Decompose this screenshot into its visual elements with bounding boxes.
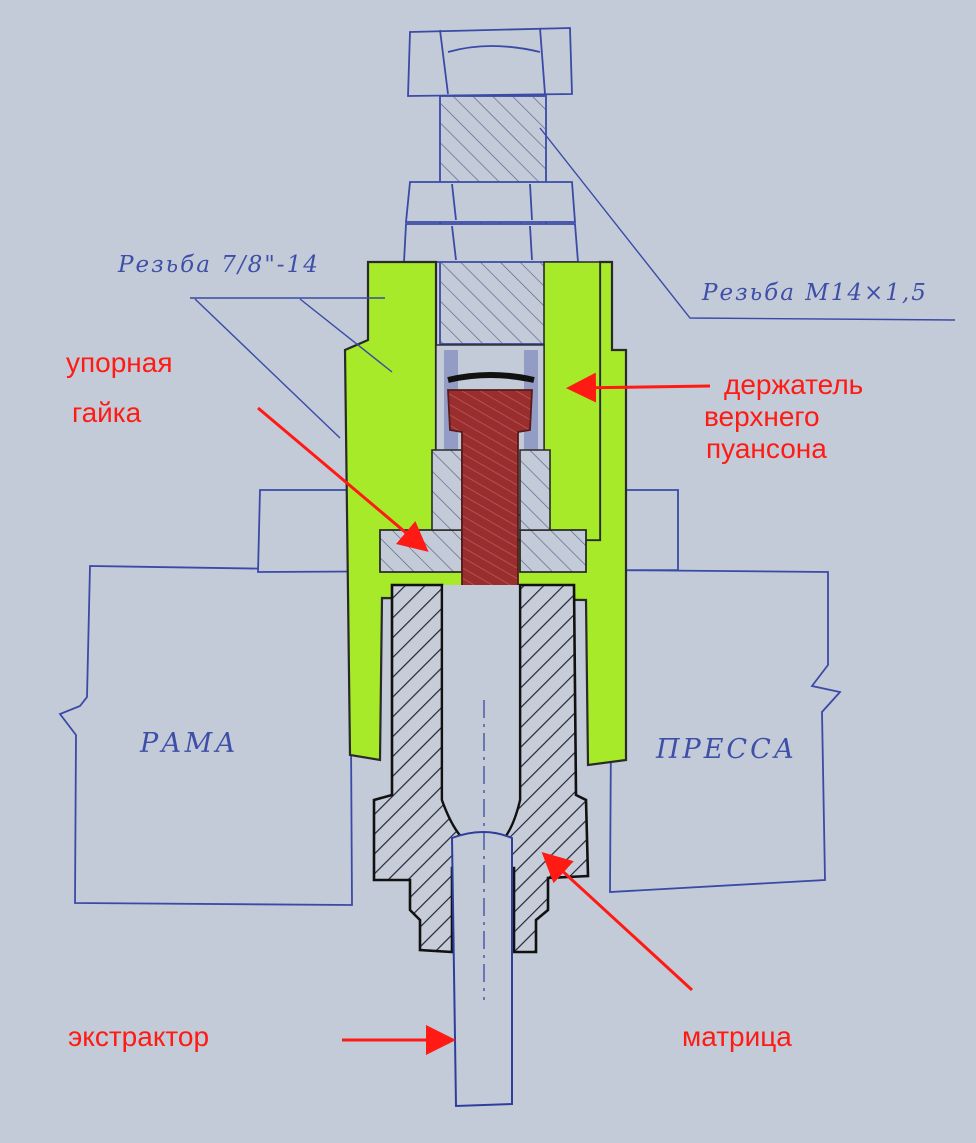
holder-label-line1: держатель bbox=[724, 369, 864, 400]
frame-label-left: РАМА bbox=[140, 728, 239, 759]
thread-leaders bbox=[190, 127, 956, 439]
bolt-head bbox=[407, 27, 573, 97]
holder-arrow bbox=[566, 372, 711, 403]
annotation-arrows bbox=[257, 372, 711, 1055]
lock-nuts bbox=[403, 181, 579, 263]
stop-nut-label-line1: упорная bbox=[66, 347, 173, 378]
holder-label-line3: пуансона bbox=[706, 433, 827, 464]
retaining-ring bbox=[447, 372, 535, 383]
stop-nut-arrow bbox=[257, 406, 429, 552]
thread-label-7-8: Резьба 7/8"-14 bbox=[118, 252, 320, 278]
holder-label-line2: верхнего bbox=[704, 401, 820, 432]
frame-label-right: ПРЕССА bbox=[656, 734, 798, 765]
die-label: матрица bbox=[682, 1021, 792, 1052]
stop-nut-label-line2: гайка bbox=[72, 397, 142, 428]
die-arrow bbox=[541, 851, 694, 992]
extractor-pin bbox=[450, 700, 513, 1108]
thread-label-m14: Резьба М14×1,5 bbox=[702, 280, 928, 306]
extractor-label: экстрактор bbox=[68, 1021, 210, 1052]
